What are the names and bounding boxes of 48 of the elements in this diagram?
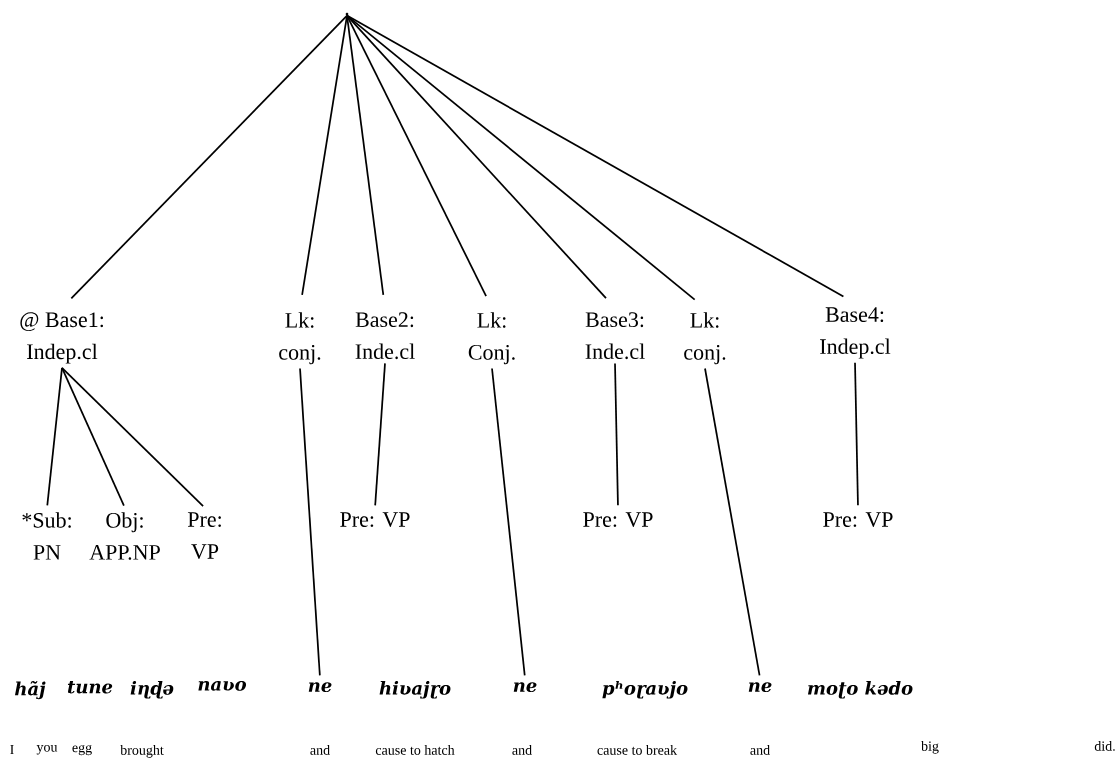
- category-label: Pre: VP: [823, 512, 893, 527]
- tree-branch: [346, 14, 385, 296]
- gloss-word: egg: [72, 744, 92, 756]
- gloss-word: cause to hatch: [375, 744, 455, 755]
- category-label: Lk: conj.: [279, 312, 321, 365]
- category-label: Base2: Inde.cl: [355, 312, 415, 360]
- tree-branch: [614, 362, 619, 507]
- tree-branch: [854, 361, 859, 507]
- tree-branch: [70, 14, 348, 300]
- gloss-word: and: [310, 744, 330, 755]
- category-label: Pre: VP: [340, 512, 410, 527]
- category-label: Lk: conj.: [684, 312, 726, 365]
- category-label: Pre: VP: [583, 512, 653, 527]
- gloss-word: cause to break: [597, 744, 678, 755]
- tree-branch: [704, 367, 761, 677]
- gloss-word: and: [750, 744, 770, 755]
- tree-branch: [346, 14, 845, 298]
- transcribed-word: hãj: [15, 680, 46, 700]
- tree-branch: [61, 367, 125, 507]
- transcribed-word: hiʋajɽo: [379, 680, 451, 699]
- transcribed-word: naʋo: [198, 680, 247, 691]
- branch-point: [345, 12, 349, 16]
- gloss-word: brought: [120, 744, 164, 758]
- tree-branch: [491, 367, 526, 677]
- category-label: Base3: Inde.cl: [585, 312, 645, 360]
- transcribed-word: ne: [748, 682, 772, 693]
- transcribed-word: tune: [67, 680, 113, 694]
- transcribed-word: ne: [308, 682, 332, 693]
- gloss-word: you: [36, 744, 58, 755]
- tree-branch: [299, 367, 321, 677]
- category-label: @ Base1: Indep.cl: [20, 312, 104, 364]
- transcribed-word: moʈo kədo: [807, 680, 913, 699]
- tree-branch: [374, 362, 386, 507]
- category-label: Lk: Conj.: [468, 312, 515, 365]
- gloss-word: did.: [1094, 740, 1115, 751]
- category-label: *Sub: PN: [22, 512, 71, 560]
- transcribed-word: pʰoɽaʋjo: [602, 680, 688, 699]
- category-label: Pre: VP: [187, 512, 221, 559]
- gloss-word: big: [921, 740, 939, 754]
- tree-branch: [46, 367, 63, 507]
- category-label: Base4: Indep.cl: [820, 307, 891, 359]
- tree-branch: [346, 14, 696, 301]
- transcribed-word: ne: [513, 682, 537, 693]
- category-label: Obj: APP.NP: [89, 512, 160, 560]
- tree-branch: [61, 367, 204, 507]
- gloss-word: I: [10, 744, 14, 755]
- transcribed-word: iɳɖə: [130, 680, 174, 699]
- gloss-word: and: [512, 744, 532, 755]
